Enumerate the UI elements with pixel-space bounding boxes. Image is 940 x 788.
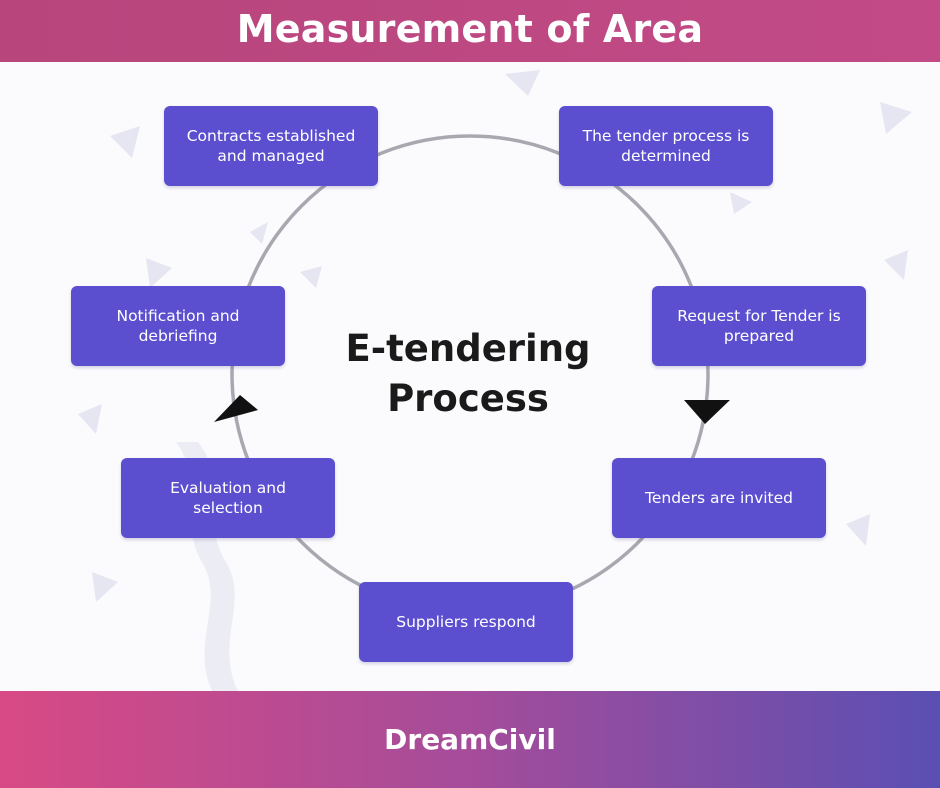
step-contracts-managed: Contracts established and managed (164, 106, 378, 186)
diagram-center-title: E-tendering Process (345, 327, 591, 420)
step-label: The tender process is determined (582, 127, 750, 165)
step-suppliers-respond: Suppliers respond (359, 582, 573, 662)
decorative-triangles (78, 70, 912, 602)
step-evaluation-selection: Evaluation and selection (121, 458, 335, 538)
right-arrowhead-icon (684, 400, 730, 424)
step-tender-process-determined: The tender process is determined (559, 106, 773, 186)
step-label: Contracts established and managed (186, 127, 356, 165)
step-label: Notification and debriefing (116, 307, 240, 345)
header-banner: Measurement of Area (0, 0, 940, 62)
step-label: Request for Tender is prepared (677, 307, 841, 345)
footer-brand: DreamCivil (384, 723, 556, 756)
step-label: Suppliers respond (396, 613, 536, 631)
step-notification-debriefing: Notification and debriefing (71, 286, 285, 366)
diagram-canvas: The tender process is determined Request… (0, 62, 940, 691)
footer-banner: DreamCivil (0, 691, 940, 788)
left-arrowhead-icon (214, 395, 258, 422)
step-label: Tenders are invited (645, 489, 793, 507)
step-tenders-invited: Tenders are invited (612, 458, 826, 538)
step-label: Evaluation and selection (170, 479, 286, 517)
diagram-background (78, 70, 912, 691)
step-request-for-tender: Request for Tender is prepared (652, 286, 866, 366)
page-title: Measurement of Area (236, 7, 704, 51)
